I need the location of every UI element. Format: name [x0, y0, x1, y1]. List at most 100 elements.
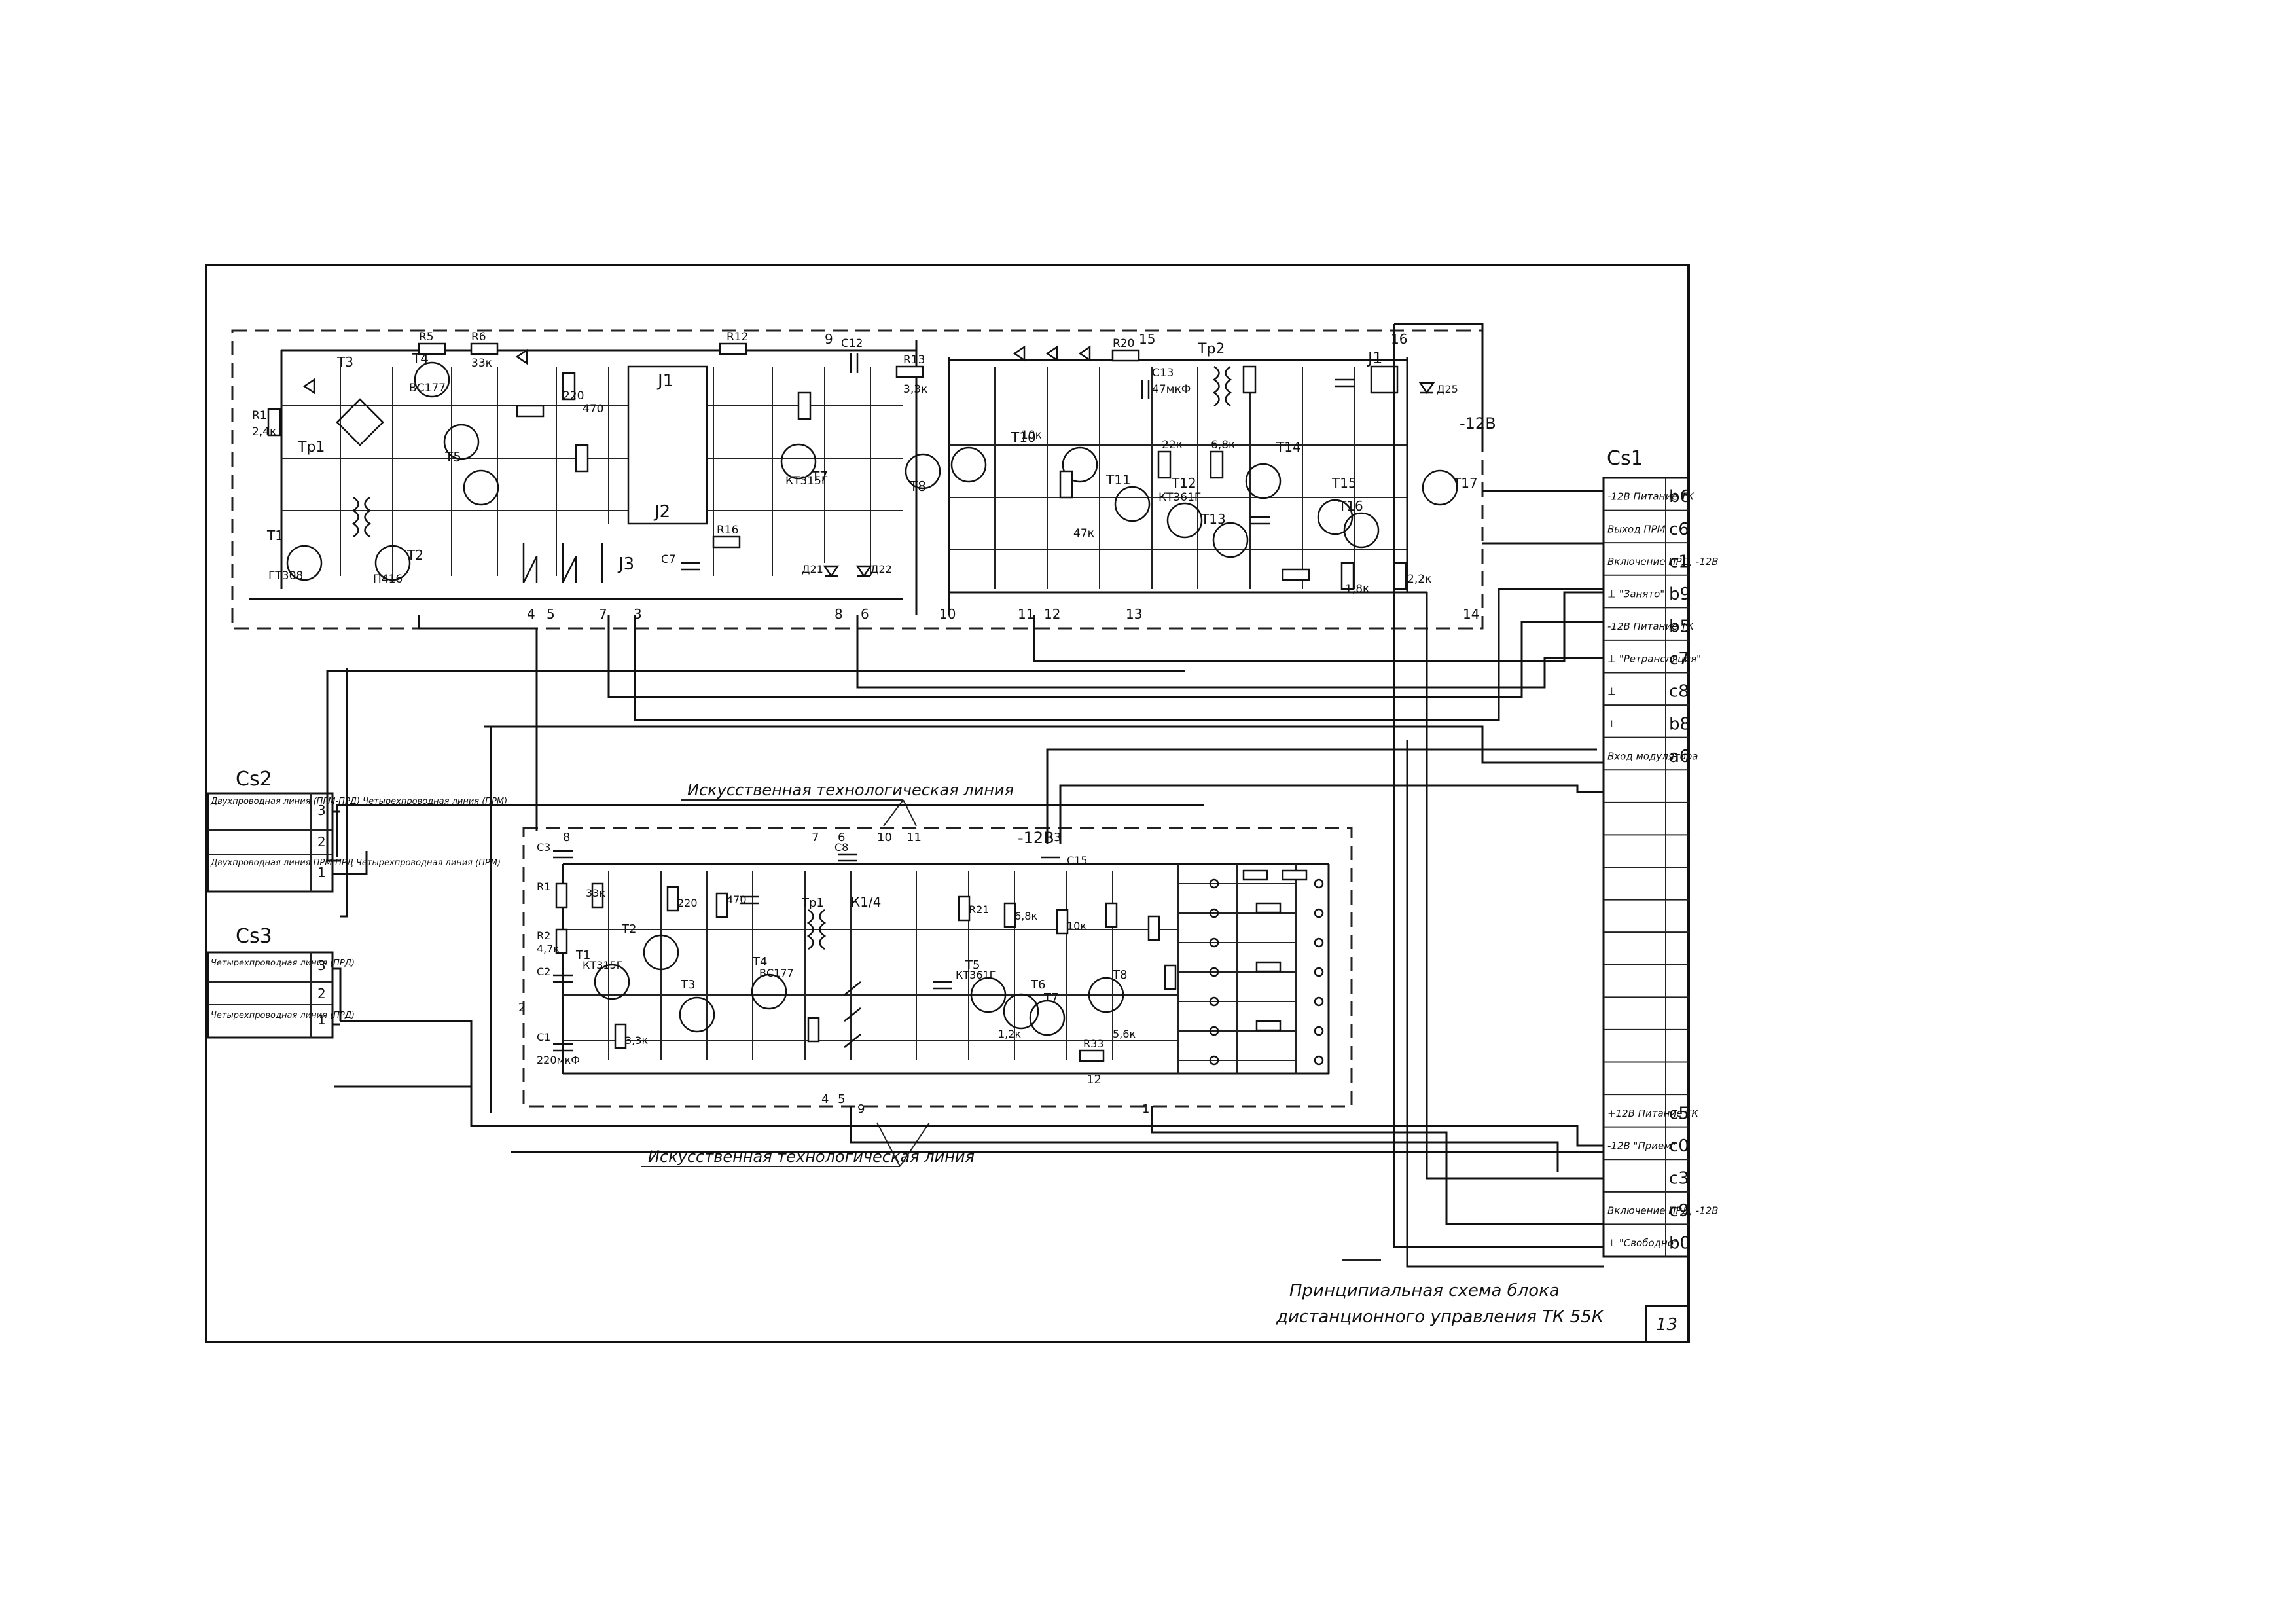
lower-r3-value: 33к: [586, 887, 605, 899]
relay-j1: J1: [627, 365, 708, 525]
cs2-row-3-label: Двухпроводная линия ПРМ-ПРД Четырехпрово…: [210, 858, 501, 868]
cs1-row-23-pin: c9: [1669, 1201, 1689, 1221]
cs1-row-23-label: Включение ПРД, -12В: [1607, 1205, 1719, 1217]
lower-type-bc177: ВС177: [759, 967, 794, 979]
lower-t1-label: Т1: [575, 948, 590, 962]
lower-r30-value: 5,6к: [1113, 1028, 1136, 1040]
upper-type-gt308: ГТ308: [268, 569, 303, 583]
transformer-tr2-label: Тр2: [1197, 341, 1225, 357]
cs1-row-2-pin: c6: [1669, 520, 1689, 539]
upper-t13-label: Т13: [1200, 511, 1226, 527]
lower-c1-label: С1: [537, 1031, 550, 1043]
upper-r13-value: 3,3к: [903, 383, 927, 396]
upper-t11-label: Т11: [1105, 472, 1131, 488]
upper-d21-label: Д21: [802, 563, 823, 575]
upper-r30-value: 6,8к: [1211, 439, 1235, 452]
transformer-tr1-label: Тр1: [297, 439, 325, 456]
lower-t5-label: Т5: [965, 958, 980, 972]
upper-r28-value: 47к: [1073, 527, 1094, 540]
lower-pin-11: 11: [906, 831, 922, 844]
cs1-row-7-pin: c8: [1669, 682, 1689, 702]
lower-circuit-block: -12В Т1 Т2 Т3 Т4 Т5 Т6 Т7 Т8 КТ315Г ВС17…: [518, 827, 1353, 1116]
cs1-row-6-label: ⊥ "Ретрансляция": [1607, 653, 1701, 665]
upper-r5-label: R5: [419, 331, 434, 344]
lower-transformer-label: Тр1: [801, 896, 824, 910]
cs1-row-24-label: ⊥ "Свободно": [1607, 1237, 1678, 1249]
lower-c8-label: С8: [834, 841, 848, 854]
lower-r1-label: R1: [537, 880, 550, 893]
upper-pin-14: 14: [1463, 606, 1479, 622]
upper-pin-11: 11: [1018, 606, 1034, 622]
relay-j2-label: J2: [653, 502, 670, 522]
cs2-title: Cs2: [236, 768, 272, 791]
title-block: Принципиальная схема блока дистанционног…: [1276, 1259, 1690, 1343]
upper-pin-15: 15: [1139, 331, 1155, 347]
lower-c1-value: 220мкФ: [537, 1054, 580, 1066]
cs1-title: Cs1: [1607, 447, 1643, 470]
relay-j3: J3: [522, 543, 634, 583]
upper-r10-value: 470: [583, 403, 603, 416]
upper-type-kt361: КТ361Г: [1158, 491, 1201, 504]
upper-pin-12: 12: [1044, 606, 1060, 622]
upper-t5-label: Т5: [444, 449, 461, 465]
cs2-row-3-pin: 1: [317, 865, 326, 880]
upper-r13-label: R13: [903, 353, 925, 367]
upper-t14-label: Т14: [1276, 439, 1301, 455]
upper-t15-label: Т15: [1331, 475, 1357, 491]
upper-t2-label: Т2: [406, 547, 423, 563]
cs2-row-1-pin: 3: [317, 803, 326, 818]
lower-pin-9: 9: [857, 1102, 865, 1116]
upper-pin-10: 10: [939, 606, 956, 622]
cs2-row-2-pin: 2: [317, 834, 326, 850]
lower-c15-label: С15: [1067, 854, 1088, 867]
upper-r40-value: 1,8к: [1345, 583, 1369, 596]
lower-type-kt315: КТ315Г: [583, 959, 622, 971]
lower-relay-label: К1/4: [851, 894, 881, 910]
upper-type-kt315: КТ315Г: [785, 475, 828, 488]
cs1-row-8-label: ⊥: [1607, 718, 1616, 730]
upper-r12-label: R12: [726, 331, 748, 344]
upper-supply-label: -12В: [1460, 414, 1496, 433]
cs1-row-3-label: Включение ПРД, -12В: [1607, 556, 1719, 568]
cs1-row-5-label: -12В Питание ТК: [1607, 621, 1695, 632]
lower-supply-label: -12В: [1018, 829, 1054, 847]
cs1-row-9-label: Вход модулятора: [1607, 750, 1698, 762]
upper-c13-label: С13: [1152, 367, 1174, 380]
lower-switch-ladder: [1177, 864, 1324, 1074]
cs1-row-8-pin: b8: [1669, 714, 1691, 734]
cs1-row-20-label: +12В Питание ТК: [1607, 1108, 1699, 1119]
upper-r25-value: 22к: [1162, 439, 1183, 452]
upper-t12-label: Т12: [1171, 475, 1196, 491]
upper-type-p416: П416: [373, 573, 403, 586]
upper-c7-label: С7: [661, 553, 676, 566]
cs3-title: Cs3: [236, 925, 272, 948]
cs1-row-4-pin: b9: [1669, 585, 1691, 604]
lower-t8-label: Т8: [1112, 968, 1127, 982]
cs1-row-22-pin: c3: [1669, 1168, 1689, 1188]
upper-pin-8: 8: [834, 606, 843, 622]
upper-c13-value: 47мкФ: [1152, 383, 1191, 396]
cs1-row-4-label: ⊥ "Занято": [1607, 588, 1664, 600]
upper-r42-value: 2,2к: [1407, 573, 1431, 586]
lower-pin-8: 8: [563, 831, 570, 844]
cs1-row-1-pin: b6: [1669, 487, 1691, 507]
upper-r6-label: R6: [471, 331, 486, 344]
lower-r24-value: 1,2к: [998, 1028, 1021, 1040]
upper-t1-label: Т1: [266, 528, 283, 543]
cs1-row-3-pin: c1: [1669, 552, 1689, 571]
lower-pin-3: 3: [1054, 831, 1061, 844]
transformer-tr2: Тр2: [1197, 341, 1232, 407]
cs1-row-2-label: Выход ПРМ: [1607, 523, 1666, 535]
upper-pin-9: 9: [825, 331, 833, 347]
upper-t17-label: Т17: [1452, 475, 1478, 491]
upper-block-pins: 4 5 7 3 8 6 10 11 12 13 14 9 15 16: [527, 331, 1479, 622]
upper-r9-value: 220: [563, 389, 584, 403]
lower-t7-label: Т7: [1043, 991, 1058, 1005]
upper-pin-13: 13: [1126, 606, 1142, 622]
cs1-row-20-pin: c5: [1669, 1104, 1689, 1123]
cs1-row-5-pin: b5: [1669, 617, 1691, 637]
title-line-1: Принципиальная схема блока: [1289, 1281, 1560, 1301]
upper-pin-5: 5: [547, 606, 555, 622]
cs1-row-21-label: -12В "Прием": [1607, 1140, 1676, 1151]
